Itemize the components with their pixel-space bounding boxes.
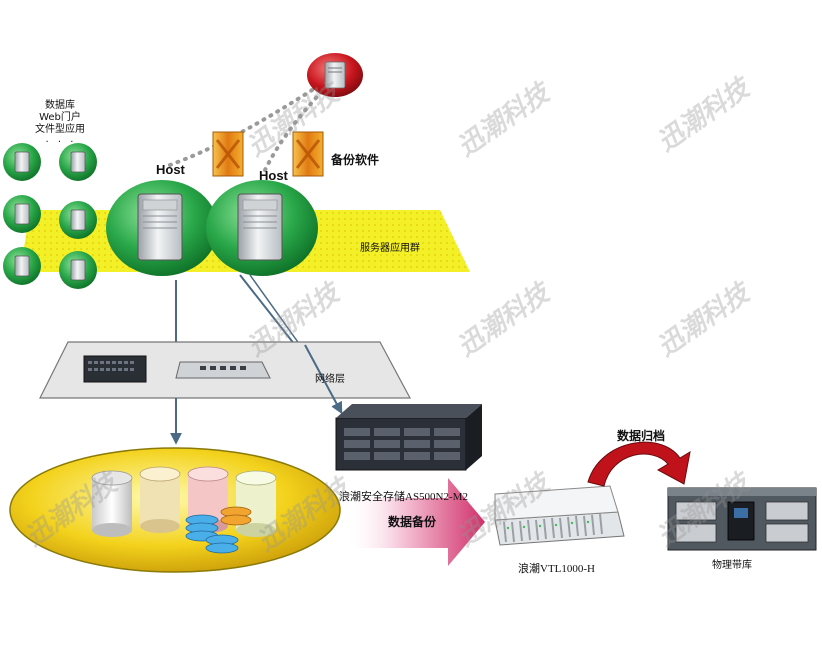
- backup-software-label: 备份软件: [331, 153, 380, 167]
- tape-library-label: 物理带库: [712, 560, 752, 571]
- host-label-left: Host: [156, 162, 185, 177]
- data-backup-label: 数据备份: [388, 515, 437, 529]
- ellipsis-dots: . . .: [45, 134, 77, 145]
- host-label-right: Host: [259, 168, 288, 183]
- db-label-line2: Web门户: [39, 112, 81, 123]
- db-label-line1: 数据库: [45, 100, 75, 111]
- vtl-name-label: 浪潮VTL1000-H: [518, 563, 595, 575]
- disk-stack-icon: [185, 506, 252, 554]
- network-router-icon: [175, 361, 271, 379]
- network-switch-icon: [83, 355, 147, 383]
- host-server-right-icon: [206, 180, 318, 276]
- host-server-left-icon: [106, 180, 218, 276]
- connector-line: [249, 274, 301, 346]
- backup-software-icon: [212, 131, 324, 177]
- network-layer-label: 网络层: [315, 374, 345, 385]
- connector-line: [239, 274, 296, 346]
- database-cylinder-icon: [139, 466, 181, 533]
- remote-dotted-link-2: [263, 86, 327, 172]
- storage-pool: [9, 447, 341, 573]
- data-archive-label: 数据归档: [617, 429, 666, 443]
- storage-array-icon: [335, 404, 482, 471]
- connector-arrow: [304, 344, 343, 415]
- db-label-line3: 文件型应用: [35, 124, 85, 135]
- tape-library-icon: [667, 487, 817, 551]
- data-archive-arrow: [587, 441, 691, 487]
- vtl-appliance-icon: [494, 485, 625, 546]
- app-server-icons: [3, 143, 97, 289]
- server-cluster-label: 服务器应用群: [360, 243, 420, 254]
- database-cylinder-icon: [235, 470, 277, 537]
- storage-name-label: 浪潮安全存储AS500N2-M2: [339, 491, 468, 503]
- database-cylinder-icon: [91, 470, 133, 537]
- data-backup-arrow: [345, 478, 485, 566]
- remote-server-icon: [307, 53, 363, 97]
